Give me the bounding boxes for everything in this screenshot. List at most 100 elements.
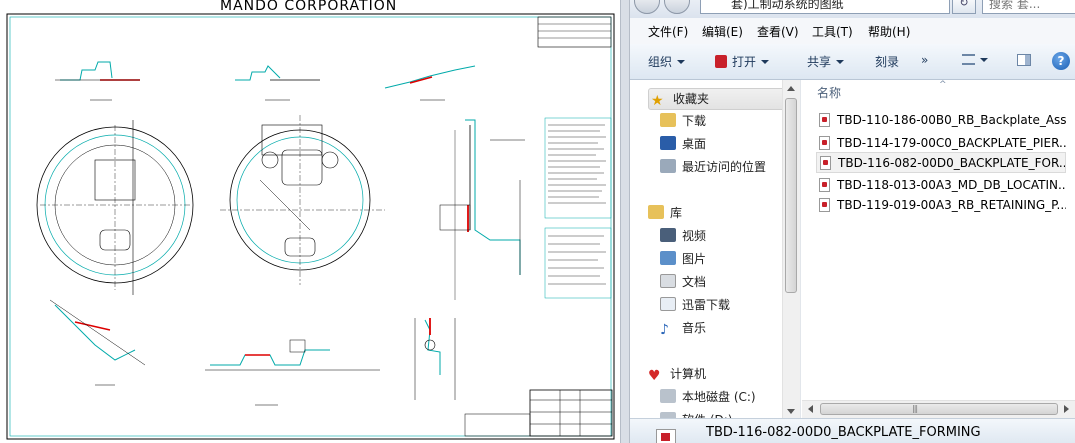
forward-button[interactable]: [664, 0, 690, 14]
chevron-down-icon: [761, 60, 770, 64]
menu-tools[interactable]: 工具(T): [812, 25, 853, 39]
nav-desktop[interactable]: 桌面: [660, 134, 706, 154]
file-name: TBD-116-082-00D0_BACKPLATE_FOR...: [838, 156, 1066, 170]
computer-icon: ♥: [648, 368, 661, 384]
share-button[interactable]: 共享: [807, 53, 845, 70]
pdf-app-icon: [715, 55, 727, 68]
drive-icon: [660, 389, 676, 403]
search-input[interactable]: 搜索 套...: [982, 0, 1075, 14]
file-row[interactable]: TBD-114-179-00C0_BACKPLATE_PIER...: [816, 133, 1066, 154]
file-name: TBD-114-179-00C0_BACKPLATE_PIER...: [837, 136, 1066, 150]
pdf-file-icon: [820, 156, 831, 170]
pdf-file-icon: [819, 136, 830, 150]
organize-button[interactable]: 组织: [648, 53, 686, 70]
file-row[interactable]: TBD-110-186-00B0_RB_Backplate_Assy: [816, 110, 1066, 131]
view-options-button[interactable]: [962, 53, 988, 67]
file-name: TBD-119-019-00A3_RB_RETAINING_P...: [837, 198, 1066, 212]
share-label: 共享: [807, 55, 832, 69]
menu-view[interactable]: 查看(V): [757, 25, 799, 39]
nav-downloads[interactable]: 下载: [660, 111, 706, 131]
menu-edit[interactable]: 编辑(E): [702, 25, 743, 39]
file-list-hscrollbar[interactable]: |||: [802, 400, 1075, 418]
video-icon: [660, 228, 676, 242]
nav-downloads-label: 下载: [682, 114, 707, 128]
scroll-thumb[interactable]: [785, 98, 797, 293]
nav-favorites-label: 收藏夹: [673, 92, 710, 106]
nav-thunder[interactable]: 迅雷下载: [660, 295, 730, 315]
nav-local-disk-label: 本地磁盘 (C:): [682, 390, 756, 404]
nav-thunder-label: 迅雷下载: [682, 298, 731, 312]
burn-button[interactable]: 刻录: [875, 55, 900, 69]
window-splitter[interactable]: [620, 0, 630, 443]
nav-music-label: 音乐: [682, 321, 707, 335]
command-bar: 组织 打开 共享 刻录 » ?: [630, 44, 1075, 80]
scroll-right-icon[interactable]: [1064, 405, 1069, 413]
nav-videos[interactable]: 视频: [660, 226, 706, 246]
more-commands-button[interactable]: »: [921, 53, 929, 67]
nav-recent[interactable]: 最近访问的位置: [660, 157, 766, 177]
back-button[interactable]: [634, 0, 660, 14]
open-button[interactable]: 打开: [715, 53, 770, 70]
nav-documents-label: 文档: [682, 275, 707, 289]
desktop-icon: [660, 136, 676, 150]
recent-places-icon: [660, 159, 676, 173]
nav-local-disk[interactable]: 本地磁盘 (C:): [660, 387, 756, 407]
column-header-name[interactable]: 名称: [817, 86, 842, 100]
scroll-up-icon[interactable]: [787, 86, 795, 91]
address-box[interactable]: 套)工制动系统的图纸: [700, 0, 950, 14]
scroll-down-icon[interactable]: [787, 409, 795, 414]
scroll-left-icon[interactable]: [808, 405, 813, 413]
preview-pane-button[interactable]: [1017, 53, 1031, 67]
view-list-icon: [962, 54, 975, 65]
nav-recent-label: 最近访问的位置: [682, 160, 767, 174]
cad-drawing-viewer[interactable]: MANDO CORPORATION: [0, 0, 620, 443]
nav-videos-label: 视频: [682, 229, 707, 243]
sort-ascending-icon: ^: [939, 80, 947, 90]
nav-libraries[interactable]: 库: [648, 203, 682, 223]
file-row-selected[interactable]: TBD-116-082-00D0_BACKPLATE_FOR...: [816, 152, 1066, 173]
pictures-icon: [660, 251, 676, 265]
nav-computer[interactable]: ♥ 计算机: [648, 364, 706, 384]
hscroll-thumb[interactable]: [820, 403, 1058, 415]
nav-documents[interactable]: 文档: [660, 272, 706, 292]
nav-music[interactable]: ♪ 音乐: [660, 318, 706, 338]
chevron-down-icon: [836, 60, 845, 64]
file-row[interactable]: TBD-119-019-00A3_RB_RETAINING_P...: [816, 195, 1066, 216]
file-explorer-window: 套)工制动系统的图纸 ↻ 搜索 套... 文件(F) 编辑(E) 查看(V) 工…: [630, 0, 1075, 443]
nav-favorites[interactable]: ★ 收藏夹: [648, 88, 792, 110]
menu-bar: 文件(F) 编辑(E) 查看(V) 工具(T) 帮助(H): [630, 18, 1075, 45]
nav-pictures[interactable]: 图片: [660, 249, 706, 269]
help-icon[interactable]: ?: [1052, 52, 1070, 70]
details-file-name: TBD-116-082-00D0_BACKPLATE_FORMING: [706, 425, 981, 440]
organize-label: 组织: [648, 55, 673, 69]
details-pane: TBD-116-082-00D0_BACKPLATE_FORMING: [630, 418, 1075, 443]
thunder-download-icon: [660, 297, 676, 311]
star-icon: ★: [651, 93, 664, 109]
search-placeholder: 搜索 套...: [989, 0, 1041, 11]
menu-file[interactable]: 文件(F): [648, 25, 689, 39]
documents-icon: [660, 274, 676, 288]
file-name: TBD-110-186-00B0_RB_Backplate_Assy: [837, 113, 1066, 127]
music-icon: ♪: [660, 322, 669, 338]
scroll-grip-icon: |||: [912, 404, 918, 413]
preview-pane-icon: [1017, 54, 1031, 66]
pdf-file-icon: [819, 178, 830, 192]
file-name: TBD-118-013-00A3_MD_DB_LOCATIN...: [837, 178, 1066, 192]
file-list-pane: ^ 名称 TBD-110-186-00B0_RB_Backplate_Assy …: [802, 80, 1075, 400]
open-label: 打开: [732, 55, 757, 69]
menu-help[interactable]: 帮助(H): [868, 25, 911, 39]
nav-pictures-label: 图片: [682, 252, 707, 266]
nav-computer-label: 计算机: [670, 367, 707, 381]
nav-scrollbar[interactable]: [782, 80, 800, 420]
navigation-pane: ★ 收藏夹 下载 桌面 最近访问的位置 库 视频 图片 文档 迅雷下载 ♪ 音乐 ♥…: [630, 80, 801, 427]
pdf-file-icon: [819, 113, 830, 127]
refresh-icon[interactable]: ↻: [952, 0, 976, 14]
chevron-down-icon: [677, 60, 686, 64]
file-row[interactable]: TBD-118-013-00A3_MD_DB_LOCATIN...: [816, 175, 1066, 196]
drawing-title: MANDO CORPORATION: [220, 0, 398, 14]
downloads-icon: [660, 113, 676, 127]
address-text: 套)工制动系统的图纸: [731, 0, 844, 11]
drawing-canvas: [6, 13, 615, 440]
pdf-file-icon: [819, 198, 830, 212]
library-icon: [648, 205, 664, 219]
